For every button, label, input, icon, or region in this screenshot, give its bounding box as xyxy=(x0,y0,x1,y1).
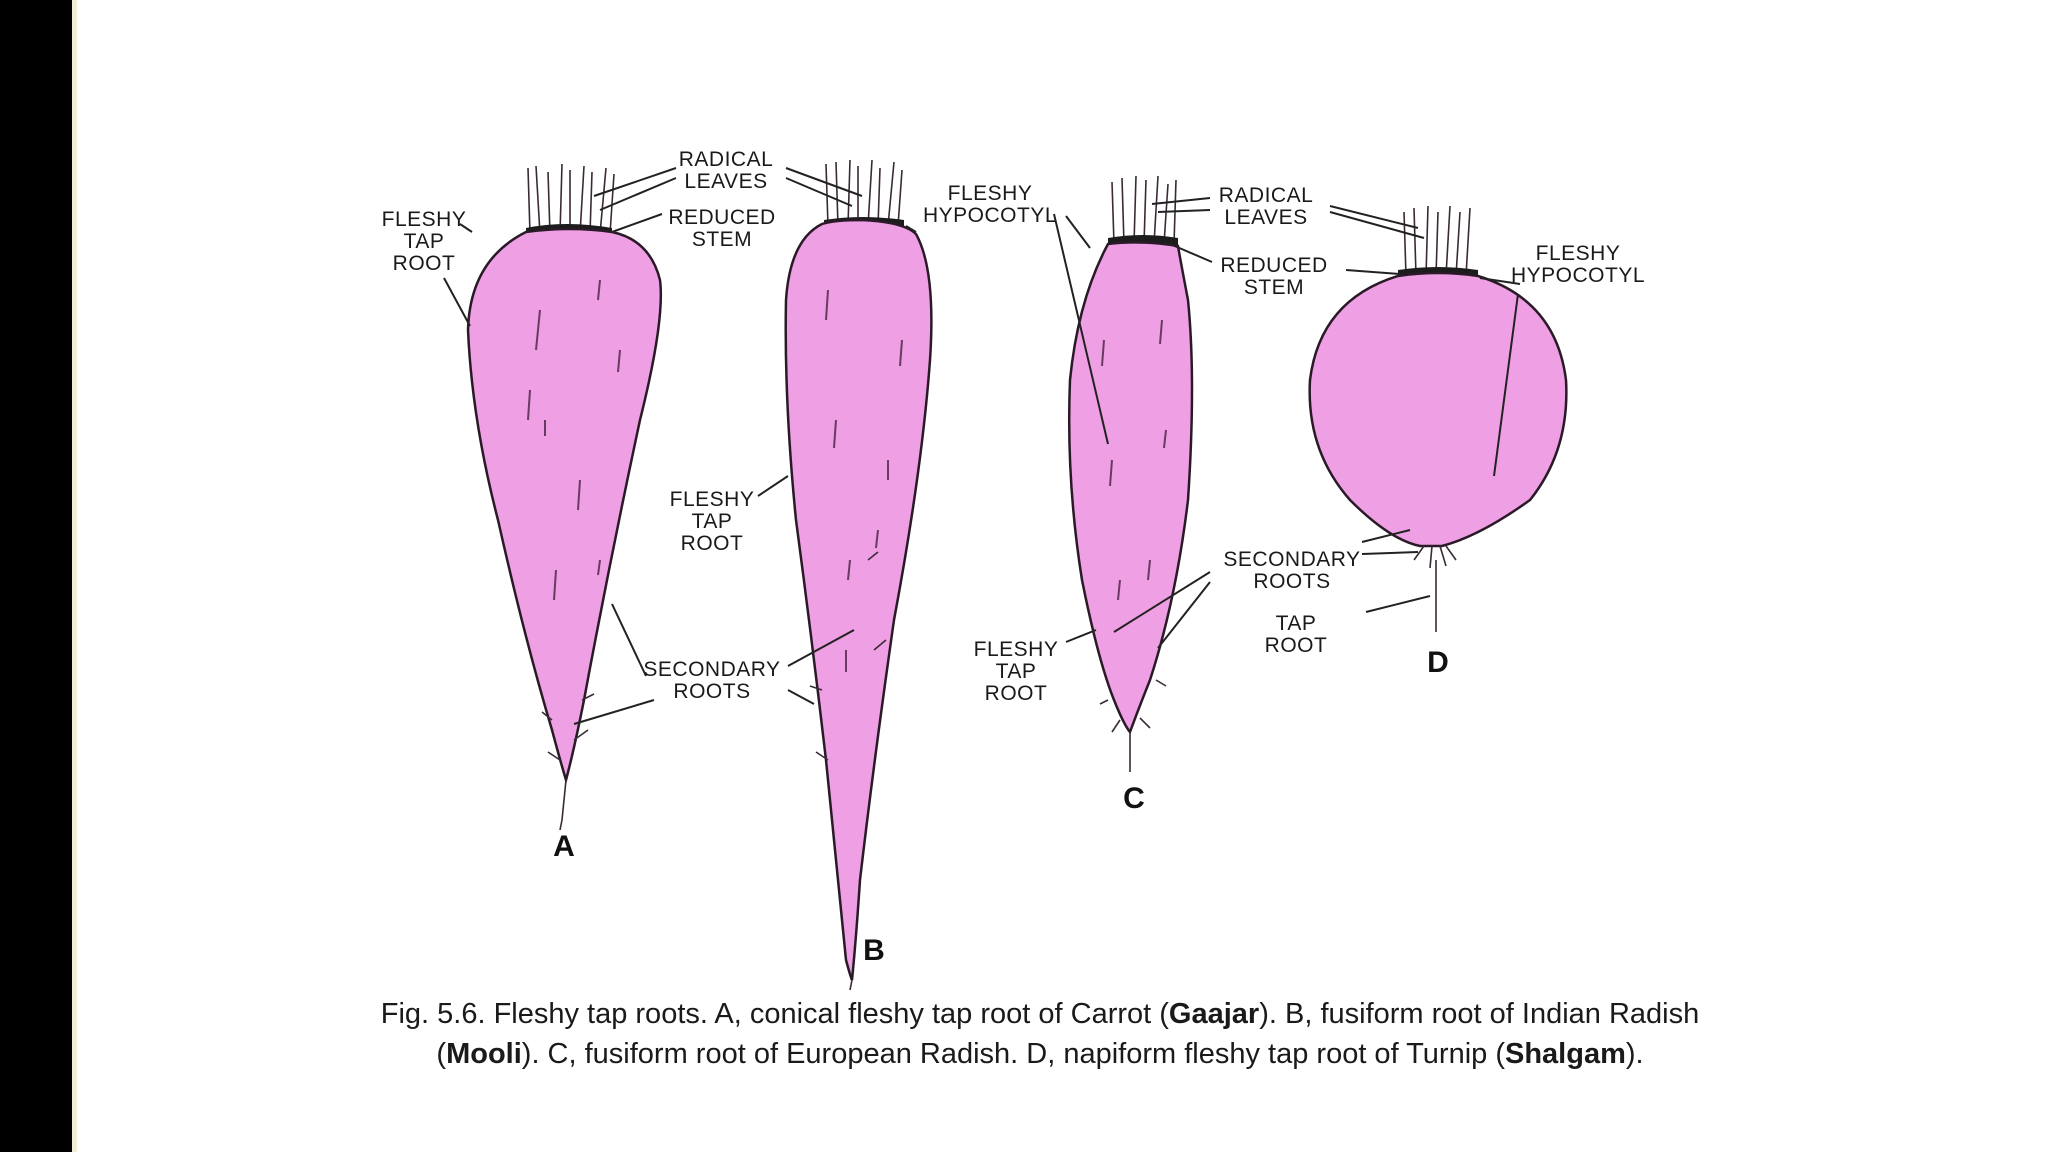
panel-letter-b: B xyxy=(863,934,885,967)
leader-lines xyxy=(443,167,1521,725)
figure-caption: Fig. 5.6. Fleshy tap roots. A, conical f… xyxy=(240,994,1840,1074)
caption-text-4: ). C, fusiform root of European Radish. … xyxy=(521,1038,1505,1070)
radical-leaves-b xyxy=(825,159,903,227)
caption-mooli: Mooli xyxy=(446,1038,522,1070)
radical-leaves-d xyxy=(1403,205,1471,277)
caption-text-3: ( xyxy=(436,1038,447,1070)
surface-marks-c xyxy=(1101,319,1167,601)
fleshy-tap-root-a xyxy=(466,227,663,785)
left-frame-edge xyxy=(72,0,77,1152)
caption-shalgam: Shalgam xyxy=(1505,1038,1626,1070)
left-black-frame xyxy=(0,0,72,1152)
fleshy-tap-root-b xyxy=(784,218,933,981)
panel-letter-c: C xyxy=(1123,782,1145,815)
caption-text-5: ). xyxy=(1625,1038,1644,1070)
panel-letter-d: D xyxy=(1427,646,1449,679)
radical-leaves-a xyxy=(527,163,615,235)
surface-marks-a xyxy=(527,279,621,601)
panel-letter-a: A xyxy=(553,830,575,863)
caption-gaajar: Gaajar xyxy=(1168,998,1260,1030)
fleshy-tap-root-c xyxy=(1067,241,1194,735)
surface-marks-b xyxy=(825,289,903,672)
caption-text-2: ). B, fusiform root of Indian Radish xyxy=(1259,998,1700,1030)
root-c-european-radish xyxy=(1067,175,1194,772)
root-b-indian-radish xyxy=(784,159,933,991)
root-a-carrot xyxy=(466,163,663,831)
caption-text-1: Fig. 5.6. Fleshy tap roots. A, conical f… xyxy=(380,998,1169,1030)
fleshy-hypocotyl-d xyxy=(1308,271,1568,548)
radical-leaves-c xyxy=(1111,175,1177,245)
